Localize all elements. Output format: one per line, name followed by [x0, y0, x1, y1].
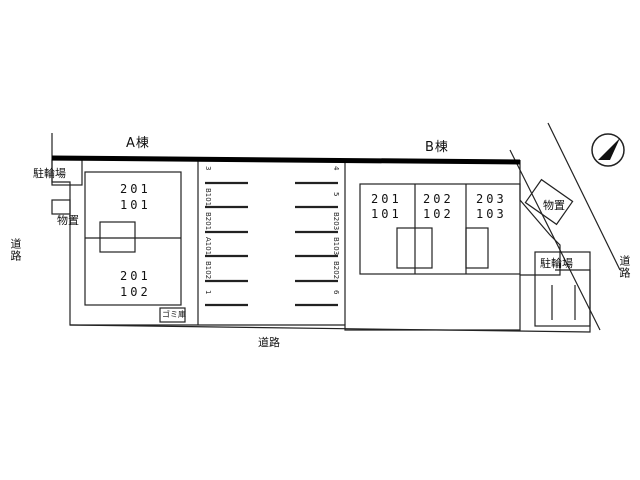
road-bottom-label: 道路 — [258, 336, 280, 349]
parking-right-5: B202 — [332, 261, 340, 280]
garbage-label: ゴミ庫 — [162, 310, 186, 319]
building-b-stair-1 — [396, 227, 433, 269]
building-b-label: B棟 — [425, 140, 449, 155]
parking-left-2: B101 — [204, 188, 212, 207]
road-left-label: 道路 — [9, 238, 22, 262]
unit-b-1-upper: 201 — [371, 192, 402, 206]
parking-right-2: 5 — [332, 192, 340, 197]
parking-right-1: 4 — [332, 166, 340, 171]
storage-left-box — [51, 199, 71, 215]
north-arrow-icon — [591, 133, 625, 167]
road-right-edge-1 — [547, 122, 621, 271]
building-a-stair — [99, 221, 136, 253]
unit-b-3-lower: 103 — [476, 207, 507, 221]
unit-b-3-upper: 203 — [476, 192, 507, 206]
bike-parking-left-label: 駐輪場 — [33, 167, 66, 180]
garbage-box — [159, 307, 186, 323]
storage-left-label: 物置 — [57, 214, 79, 227]
parking-left-5: B102 — [204, 261, 212, 280]
road-right-label: 道路 — [618, 255, 631, 279]
unit-b-2-lower: 102 — [423, 207, 454, 221]
property-line-top — [51, 155, 521, 165]
bike-parking-right-label: 駐輪場 — [540, 257, 573, 270]
parking-right-6: 6 — [332, 290, 340, 295]
storage-right-label: 物置 — [543, 199, 565, 212]
bike-parking-right-box — [534, 251, 591, 327]
parking-right-3: B203 — [332, 212, 340, 231]
building-a-label: A棟 — [126, 136, 150, 151]
unit-b-1-lower: 101 — [371, 207, 402, 221]
site-boundary — [51, 133, 561, 331]
unit-a-top-lower: 101 — [120, 198, 151, 212]
building-b-stair-2 — [465, 227, 489, 269]
parking-left-3: B201 — [204, 212, 212, 231]
unit-a-bottom-lower: 102 — [120, 285, 151, 299]
road-right-edge-2 — [509, 149, 601, 331]
parking-right-4: B103 — [332, 237, 340, 256]
building-b — [359, 183, 521, 275]
parking-left-4: A101 — [204, 237, 212, 256]
parking-left-1: 3 — [204, 166, 212, 171]
unit-a-top-upper: 201 — [120, 182, 151, 196]
unit-b-2-upper: 202 — [423, 192, 454, 206]
unit-a-bottom-upper: 201 — [120, 269, 151, 283]
storage-right-box — [524, 178, 574, 226]
parking-left-6: 1 — [204, 290, 212, 295]
